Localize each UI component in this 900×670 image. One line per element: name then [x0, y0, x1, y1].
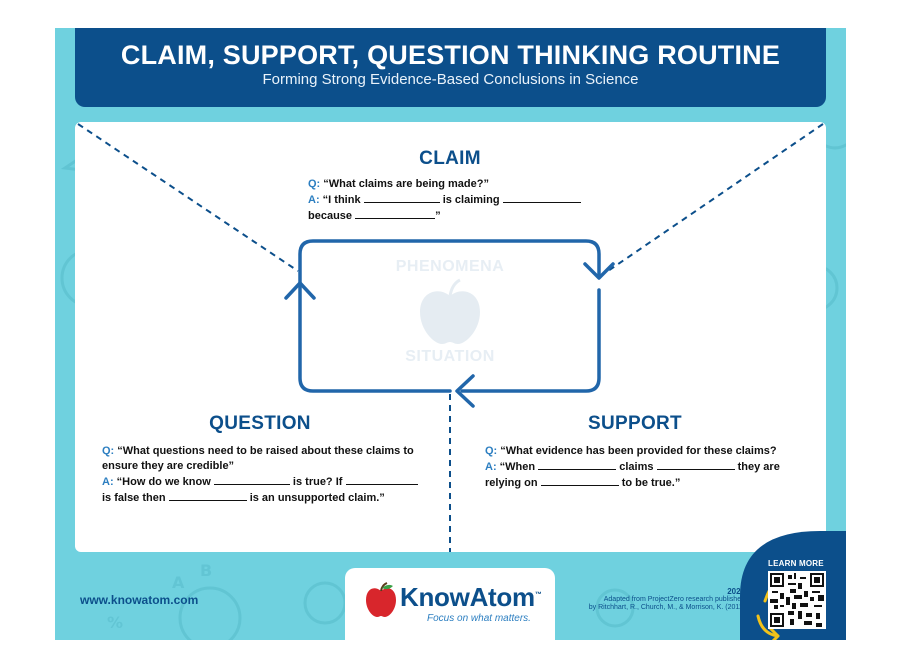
- claim-heading: CLAIM: [419, 148, 481, 169]
- support-qa: Q: “What evidence has been provided for …: [485, 444, 805, 491]
- blank-line: [540, 475, 619, 486]
- qr-code[interactable]: [768, 571, 826, 629]
- brand-wordmark: KnowAtom™: [400, 582, 542, 613]
- cycle-loop: [298, 239, 601, 393]
- claim-qa: Q: “What claims are being made?” A: “I t…: [308, 177, 608, 224]
- support-a-key: A:: [485, 461, 497, 473]
- support-answer-part2: claims: [619, 461, 654, 473]
- svg-text:B: B: [200, 561, 212, 580]
- claim-a-key: A:: [308, 194, 320, 206]
- blank-line: [656, 459, 735, 470]
- claim-answer-part3: because: [308, 210, 353, 222]
- claim-question: “What claims are being made?”: [323, 178, 489, 190]
- apple-icon: [420, 278, 480, 344]
- claim-q-key: Q:: [308, 178, 321, 190]
- credit-line-2: by Ritchhart, R., Church, M., & Morrison…: [588, 604, 745, 611]
- credit-year: 2022: [727, 587, 745, 596]
- support-answer-part3: they are relying on: [485, 461, 780, 489]
- question-answer-part1: “How do we know: [116, 476, 211, 488]
- support-answer-part4: to be true.”: [621, 477, 681, 489]
- phenomena-label: PHENOMENA: [395, 258, 505, 275]
- page-title: CLAIM, SUPPORT, QUESTION THINKING ROUTIN…: [120, 40, 781, 70]
- logo-card: KnowAtom™ Focus on what matters.: [345, 568, 555, 640]
- situation-label: SITUATION: [405, 348, 495, 365]
- arrow-up-left-side: [284, 281, 316, 300]
- apple-logo-icon: [366, 582, 396, 617]
- svg-text:A: A: [172, 573, 185, 592]
- question-answer-part2: is true? If: [292, 476, 343, 488]
- question-heading: QUESTION: [209, 413, 311, 434]
- tagline: Focus on what matters.: [427, 613, 531, 624]
- claim-answer-part2: is claiming: [442, 194, 500, 206]
- blank-line: [213, 474, 290, 485]
- svg-text:%: %: [107, 613, 123, 632]
- page-subtitle: Forming Strong Evidence-Based Conclusion…: [262, 71, 639, 88]
- arrow-left-bottom: [455, 374, 475, 408]
- claim-answer-part1: “I think: [322, 194, 361, 206]
- support-question: “What evidence has been provided for the…: [500, 445, 777, 457]
- support-answer-part1: “When: [499, 461, 536, 473]
- question-question: “What questions need to be raised about …: [102, 445, 414, 472]
- website-link[interactable]: www.knowatom.com: [80, 593, 199, 607]
- credit-block: 2022 Adapted from ProjectZero research p…: [560, 588, 745, 612]
- blank-line: [168, 490, 247, 501]
- blank-line: [363, 192, 440, 203]
- claim-right-dashed-line: [607, 123, 824, 272]
- arrow-down-right-corner: [583, 262, 615, 280]
- blank-line: [502, 192, 581, 203]
- question-answer-part3: is false then: [102, 492, 166, 504]
- credit-line-1: Adapted from ProjectZero research publis…: [603, 596, 745, 603]
- support-q-key: Q:: [485, 445, 498, 457]
- learn-more-label: LEARN MORE: [768, 559, 824, 568]
- claim-left-dashed-line: [77, 123, 299, 272]
- question-answer-part4: is an unsupported claim.”: [249, 492, 385, 504]
- blank-line: [345, 474, 418, 485]
- trademark: ™: [534, 591, 542, 599]
- support-heading: SUPPORT: [588, 413, 682, 434]
- claim-answer-end: ”: [435, 210, 441, 222]
- routine-diagram: [77, 123, 824, 552]
- title-banner: CLAIM, SUPPORT, QUESTION THINKING ROUTIN…: [75, 28, 826, 107]
- question-a-key: A:: [102, 476, 114, 488]
- poster: A B % + CLAIM, SUPPORT, QUESTION THINKIN…: [55, 28, 846, 640]
- question-qa: Q: “What questions need to be raised abo…: [102, 444, 432, 506]
- blank-line: [355, 208, 436, 219]
- blank-line: [538, 459, 617, 470]
- brand-name: KnowAtom: [400, 582, 535, 612]
- question-q-key: Q:: [102, 445, 115, 457]
